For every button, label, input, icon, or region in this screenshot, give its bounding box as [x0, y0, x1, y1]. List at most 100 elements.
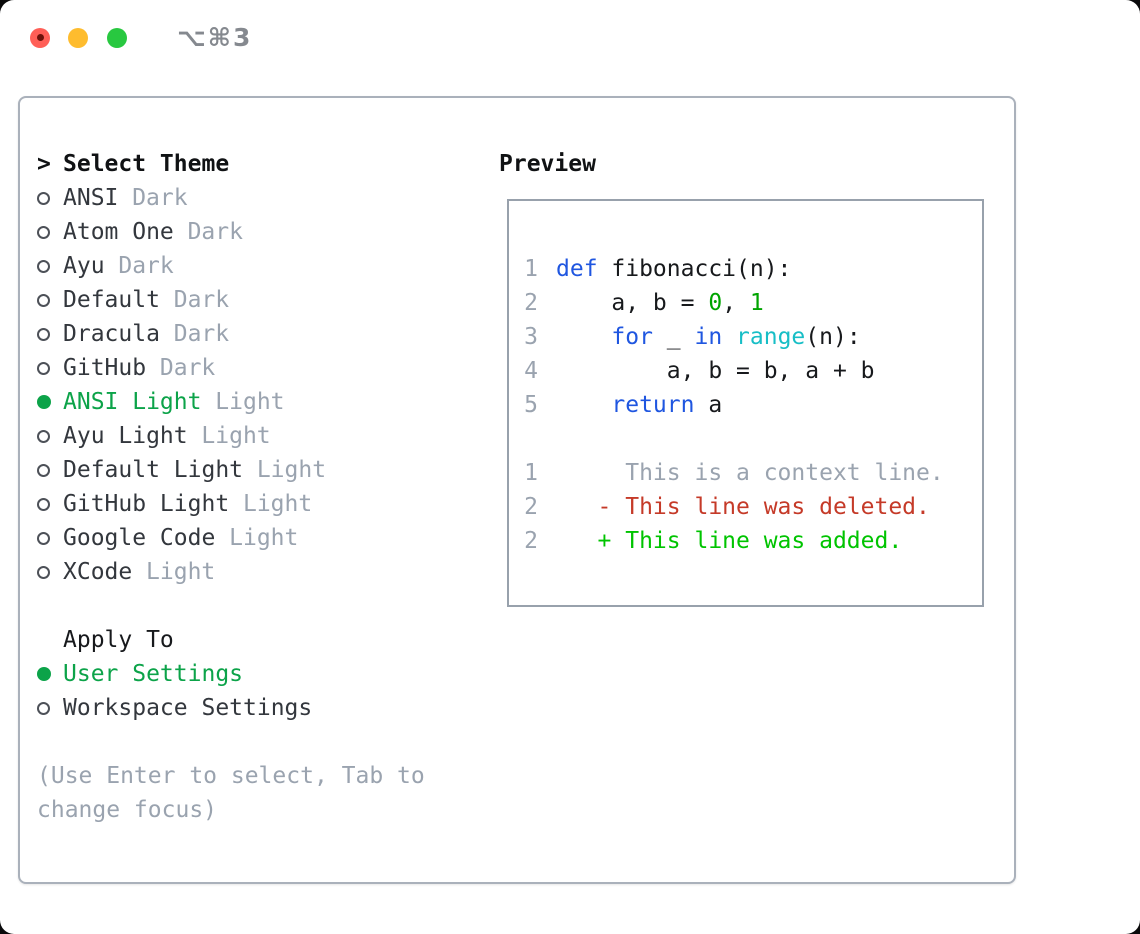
radio-icon [37, 429, 63, 443]
help-line-1: (Use Enter to select, Tab to [37, 763, 425, 789]
code-line: 2 - This line was deleted. [524, 490, 982, 524]
document-edited-dot-icon [36, 34, 44, 41]
code-text: for _ in range(n): [611, 324, 861, 350]
spacer [37, 589, 487, 623]
line-number: 2 [524, 494, 538, 520]
line-number: 2 [524, 290, 538, 316]
theme-option[interactable]: Ayu Light Light [37, 419, 487, 453]
option-variant-label: Light [229, 525, 299, 551]
option-label: ANSI [63, 185, 119, 211]
radio-icon [37, 259, 63, 273]
option-label: Default [63, 287, 160, 313]
apply-to-title: Apply To [63, 627, 174, 653]
theme-option[interactable]: Ayu Dark [37, 249, 487, 283]
radio-icon [37, 531, 63, 545]
option-variant-label: Light [215, 389, 285, 415]
main-panel: > Select Theme ANSI Dark Atom One Dark A… [18, 96, 1016, 884]
titlebar: ⌥⌘3 [0, 0, 1140, 75]
option-label: Ayu Light [63, 423, 188, 449]
option-variant-label: Light [146, 559, 216, 585]
theme-option[interactable]: Default Dark [37, 283, 487, 317]
theme-option[interactable]: ANSI Light Light [37, 385, 487, 419]
minimize-button[interactable] [68, 27, 88, 48]
code-text: - This line was deleted. [556, 494, 930, 520]
option-label: ANSI Light [63, 389, 202, 415]
option-label: User Settings [63, 661, 244, 687]
theme-option[interactable]: GitHub Dark [37, 351, 487, 385]
option-label: GitHub [63, 355, 147, 381]
code-text: a, b = b, a + b [556, 358, 875, 384]
radio-icon [37, 293, 63, 307]
radio-icon [37, 701, 63, 715]
code-line: 1 This is a context line. [524, 456, 982, 490]
option-label: Google Code [63, 525, 216, 551]
line-number: 3 [524, 324, 538, 350]
option-label: XCode [63, 559, 133, 585]
code-line: 5 return a [524, 388, 982, 422]
option-variant-label: Dark [187, 219, 243, 245]
option-variant-label: Light [201, 423, 271, 449]
radio-icon [37, 361, 63, 375]
theme-option[interactable]: XCode Light [37, 555, 487, 589]
line-number: 4 [524, 358, 538, 384]
line-number [524, 422, 538, 456]
window-shortcut-label: ⌥⌘3 [177, 23, 253, 52]
help-text: (Use Enter to select, Tab to change focu… [37, 759, 487, 827]
theme-option[interactable]: Google Code Light [37, 521, 487, 555]
theme-option[interactable]: GitHub Light Light [37, 487, 487, 521]
option-variant-label: Dark [173, 321, 230, 347]
help-line-2: change focus) [37, 797, 218, 823]
line-number: 5 [524, 392, 538, 418]
focus-caret-icon: > [37, 151, 51, 177]
option-variant-label: Dark [118, 253, 174, 279]
line-number: 2 [524, 528, 538, 554]
option-label: Ayu [63, 253, 105, 279]
code-text: + This line was added. [556, 528, 903, 554]
select-theme-header: > Select Theme [37, 147, 487, 181]
code-text: return a [611, 392, 723, 418]
radio-icon [37, 565, 63, 579]
theme-selector: > Select Theme ANSI Dark Atom One Dark A… [37, 147, 487, 827]
code-line: 4 a, b = b, a + b [524, 354, 982, 388]
theme-list: ANSI Dark Atom One Dark Ayu Dark Default… [37, 181, 487, 589]
preview-title: Preview [499, 151, 596, 177]
radio-icon [37, 667, 63, 681]
theme-option[interactable]: Dracula Dark [37, 317, 487, 351]
radio-icon [37, 497, 63, 511]
line-number: 1 [524, 256, 538, 282]
code-text: This is a context line. [556, 460, 944, 486]
apply-to-option[interactable]: User Settings [37, 657, 487, 691]
code-line: 3 for _ in range(n): [524, 320, 982, 354]
option-variant-label: Dark [173, 287, 230, 313]
radio-icon [37, 191, 63, 205]
option-label: Dracula [63, 321, 160, 347]
spacer [37, 725, 487, 759]
code-line [524, 422, 982, 456]
theme-option[interactable]: Atom One Dark [37, 215, 487, 249]
select-theme-title: Select Theme [63, 151, 230, 177]
close-button[interactable] [30, 27, 50, 48]
apply-to-header: Apply To [37, 623, 487, 657]
radio-icon [37, 225, 63, 239]
code-line: 2 a, b = 0, 1 [524, 286, 982, 320]
code-line: 2 + This line was added. [524, 524, 982, 558]
radio-icon [37, 327, 63, 341]
option-variant-label: Dark [159, 355, 216, 381]
zoom-button[interactable] [107, 27, 127, 48]
option-label: Default Light [63, 457, 244, 483]
option-label: Atom One [63, 219, 174, 245]
theme-option[interactable]: Default Light Light [37, 453, 487, 487]
apply-to-option[interactable]: Workspace Settings [37, 691, 487, 725]
code-text: a, b = 0, 1 [556, 290, 764, 316]
apply-to-list: User Settings Workspace Settings [37, 657, 487, 725]
radio-icon [37, 395, 63, 409]
theme-option[interactable]: ANSI Dark [37, 181, 487, 215]
option-variant-label: Light [256, 457, 327, 483]
option-label: GitHub Light [63, 491, 230, 517]
option-variant-label: Light [242, 491, 313, 517]
radio-icon [37, 463, 63, 477]
